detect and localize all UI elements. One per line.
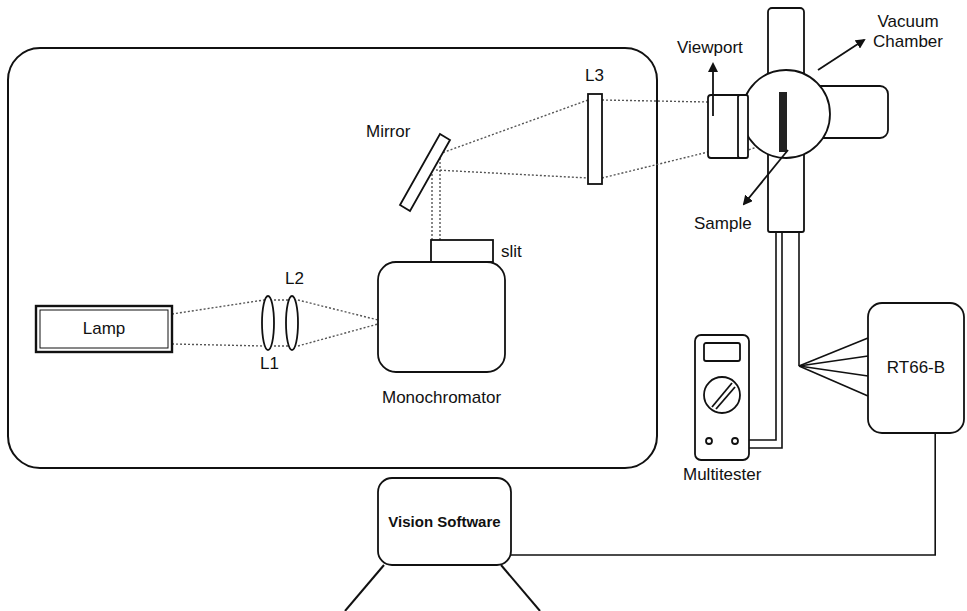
- mirror: Mirror: [398, 128, 452, 213]
- optical-table-enclosure: [8, 48, 657, 468]
- lamp: Lamp: [36, 306, 172, 352]
- lens-l3: L3: [588, 94, 602, 184]
- part-label: Mirror: [366, 122, 410, 142]
- monochromator-outline: [378, 262, 505, 372]
- part-label: L1: [260, 354, 279, 374]
- lens-l1-outline: [262, 296, 274, 350]
- callout-label: Viewport: [677, 38, 743, 58]
- signal-wire: [749, 232, 868, 448]
- multitester-outline: [695, 335, 749, 460]
- slit-outline: [431, 240, 493, 262]
- lens-l3-outline: [588, 94, 602, 184]
- slit: slit: [431, 240, 493, 262]
- box-label: Vision Software: [388, 512, 500, 531]
- text-holder: Lamp: [36, 306, 172, 352]
- lens-l2-outline: [286, 296, 298, 350]
- box-label: Lamp: [83, 319, 126, 339]
- callout-arrow: [713, 40, 864, 204]
- monochromator: Monochromator: [378, 262, 505, 372]
- part-label: Monochromator: [382, 388, 501, 408]
- multitester: Multitester: [695, 335, 749, 460]
- monitor-stand: [501, 565, 540, 611]
- monitor-stand: [345, 565, 384, 611]
- box-label: RT66-B: [887, 358, 945, 378]
- lens-l2: L2: [286, 296, 298, 350]
- lens-l1: L1: [262, 296, 274, 350]
- part-label: L2: [285, 269, 304, 289]
- part-label: slit: [501, 242, 522, 262]
- callout-label: Sample: [694, 214, 752, 234]
- sample-holder: [779, 92, 787, 152]
- rt66b-unit: RT66-B: [868, 303, 964, 433]
- text-holder: Vision Software: [378, 478, 511, 565]
- computer-monitor: Vision Software: [378, 478, 511, 565]
- callout-label: Vacuum Chamber: [866, 12, 950, 52]
- part-label: Multitester: [683, 465, 761, 485]
- part-label: L3: [585, 66, 604, 86]
- text-holder: RT66-B: [868, 303, 964, 433]
